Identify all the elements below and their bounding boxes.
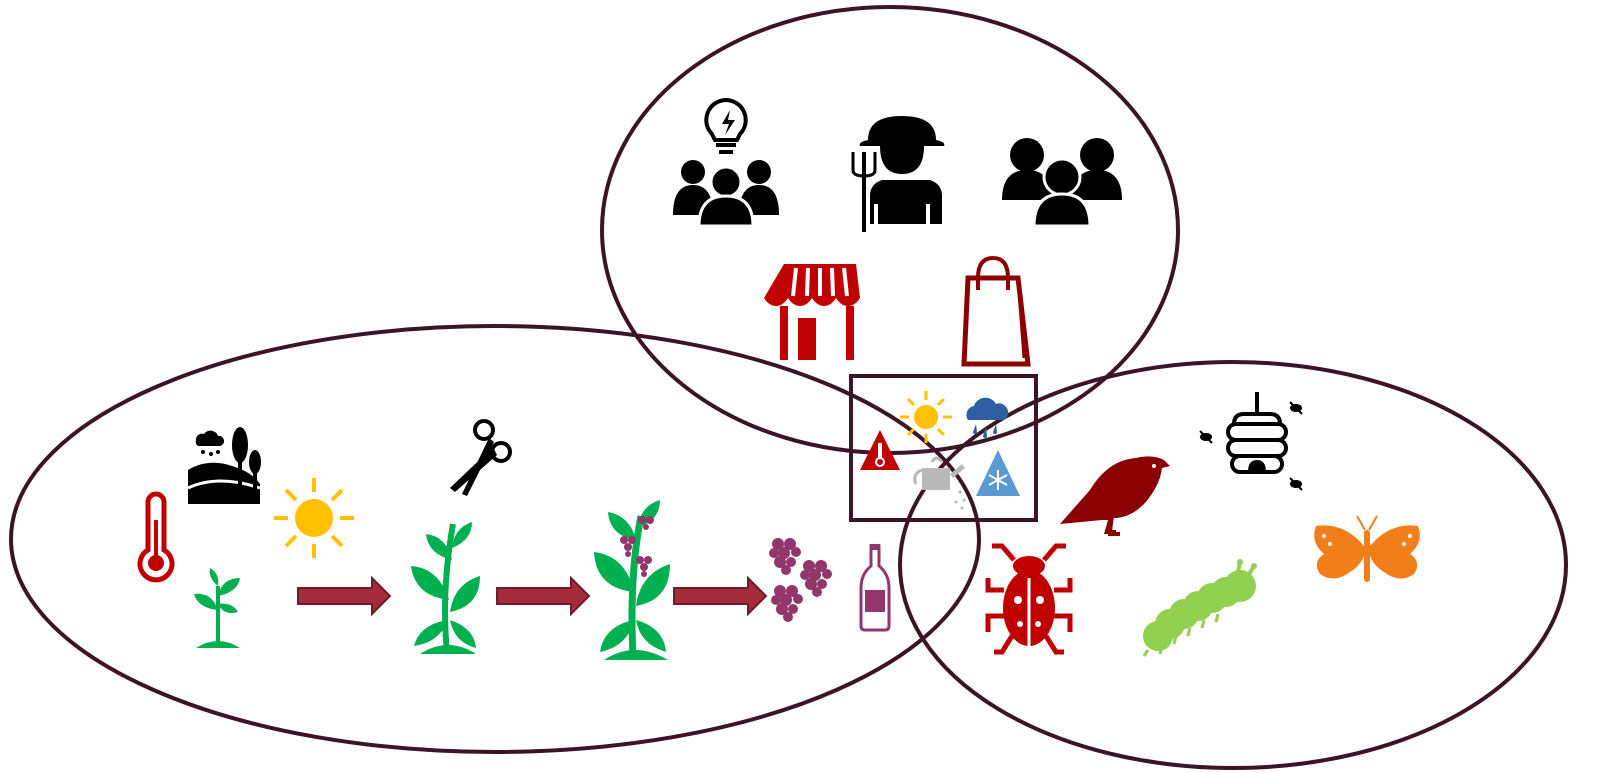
shopping-bag-icon xyxy=(961,255,1031,367)
store-icon xyxy=(764,264,860,360)
beetle-icon xyxy=(985,543,1073,655)
landscape-rain-icon xyxy=(187,427,261,504)
wine-bottle-icon xyxy=(859,544,891,632)
sun-icon xyxy=(900,391,952,443)
grape-vine-icon xyxy=(594,500,670,660)
scissors-icon xyxy=(450,419,512,496)
frost-warning-icon xyxy=(976,450,1020,496)
bird-icon xyxy=(1060,456,1170,536)
arrow-icon xyxy=(297,575,392,617)
grapes-icon xyxy=(769,538,832,622)
butterfly-icon xyxy=(1314,515,1420,582)
rain-cloud-icon xyxy=(966,397,1009,438)
lightbulb-group-icon xyxy=(673,97,779,228)
seedling-icon xyxy=(194,568,240,648)
arrow-icon xyxy=(496,575,591,617)
sun-icon xyxy=(274,478,354,558)
beehive-icon xyxy=(1199,392,1303,491)
watering-can-icon xyxy=(913,456,966,510)
vine-region-ellipse xyxy=(9,324,981,754)
group-icon xyxy=(1002,138,1122,228)
heat-warning-icon xyxy=(860,430,900,470)
young-vine-icon xyxy=(411,522,480,654)
climate-box xyxy=(849,374,1038,522)
farmer-icon xyxy=(851,116,945,232)
arrow-icon xyxy=(673,575,768,617)
human-region-ellipse xyxy=(600,5,1180,455)
thermometer-icon xyxy=(137,491,175,583)
caterpillar-icon xyxy=(1142,559,1257,657)
biodiversity-region-ellipse xyxy=(898,360,1568,770)
